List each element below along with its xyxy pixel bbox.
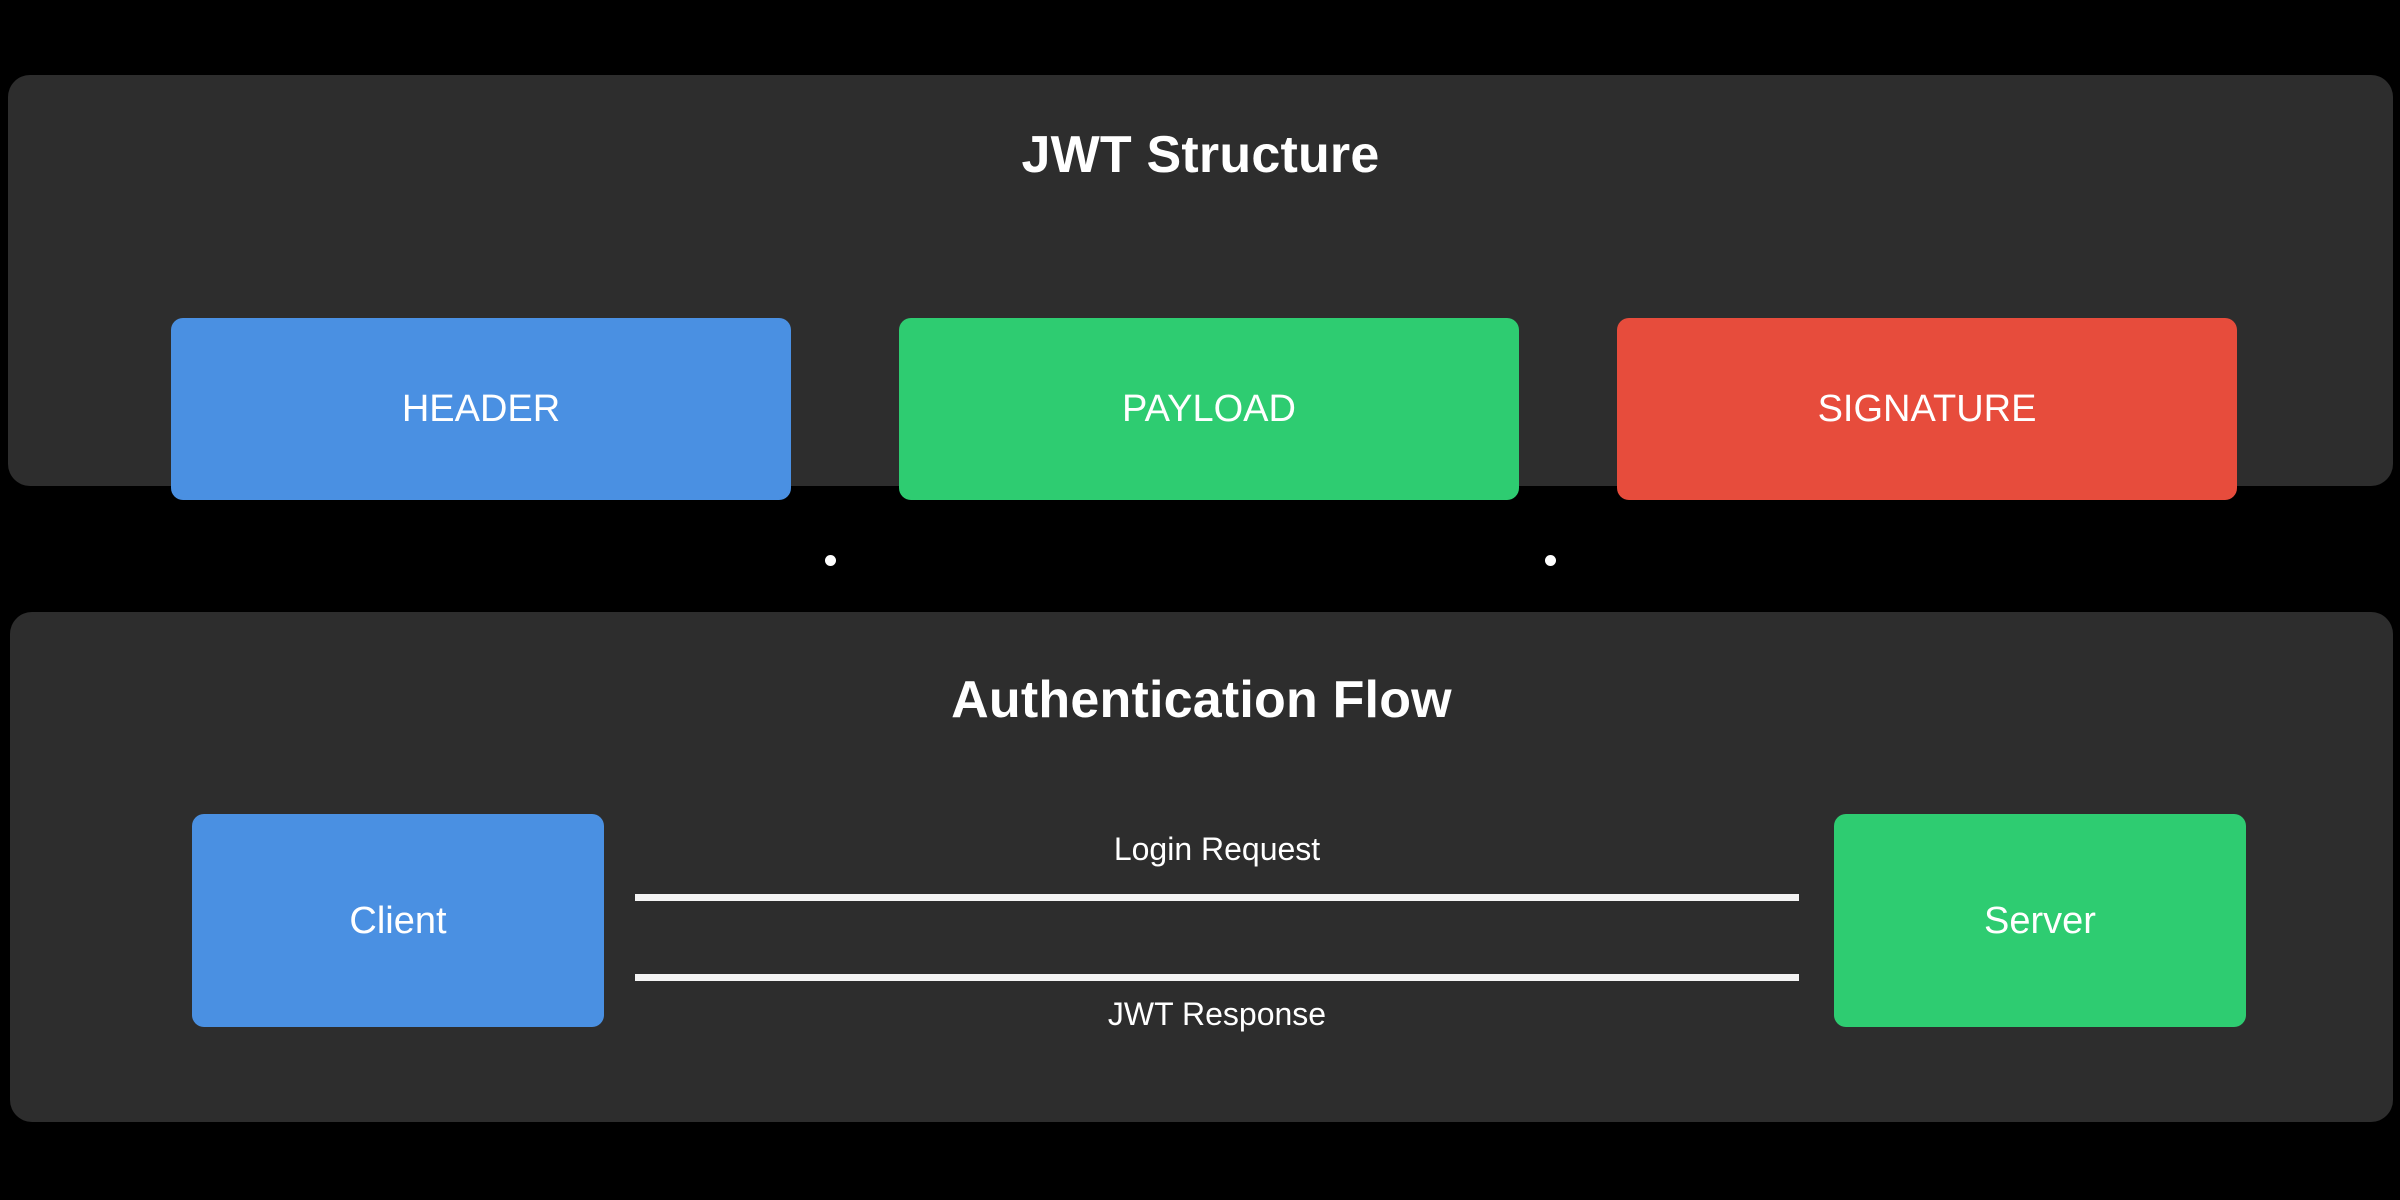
flow-actor-server[interactable]: Server bbox=[1834, 814, 2246, 1027]
page-title-authentication-flow: Authentication Flow bbox=[951, 671, 1452, 729]
flow-arrow-login-request bbox=[635, 894, 1799, 901]
flow-message-label-jwt-response: JWT Response bbox=[1107, 996, 1327, 1032]
dot-separator-icon bbox=[1545, 555, 1556, 566]
page-title-jwt-structure: JWT Structure bbox=[1021, 126, 1380, 184]
authentication-flow-panel: Authentication Flow Client Login Request… bbox=[10, 612, 2393, 1122]
dot-separator-icon bbox=[825, 555, 836, 566]
jwt-token-parts-row: HEADER PAYLOAD SIGNATURE bbox=[8, 245, 2393, 566]
flow-arrow-jwt-response bbox=[635, 974, 1799, 981]
jwt-part-signature[interactable]: SIGNATURE bbox=[1617, 318, 2237, 500]
flow-message-label-login-request: Login Request bbox=[1113, 831, 1321, 867]
jwt-structure-panel: JWT Structure HEADER PAYLOAD SIGNATURE bbox=[8, 75, 2393, 566]
jwt-part-payload[interactable]: PAYLOAD bbox=[899, 318, 1519, 500]
jwt-part-header[interactable]: HEADER bbox=[171, 318, 791, 500]
flow-actor-client[interactable]: Client bbox=[192, 814, 604, 1027]
